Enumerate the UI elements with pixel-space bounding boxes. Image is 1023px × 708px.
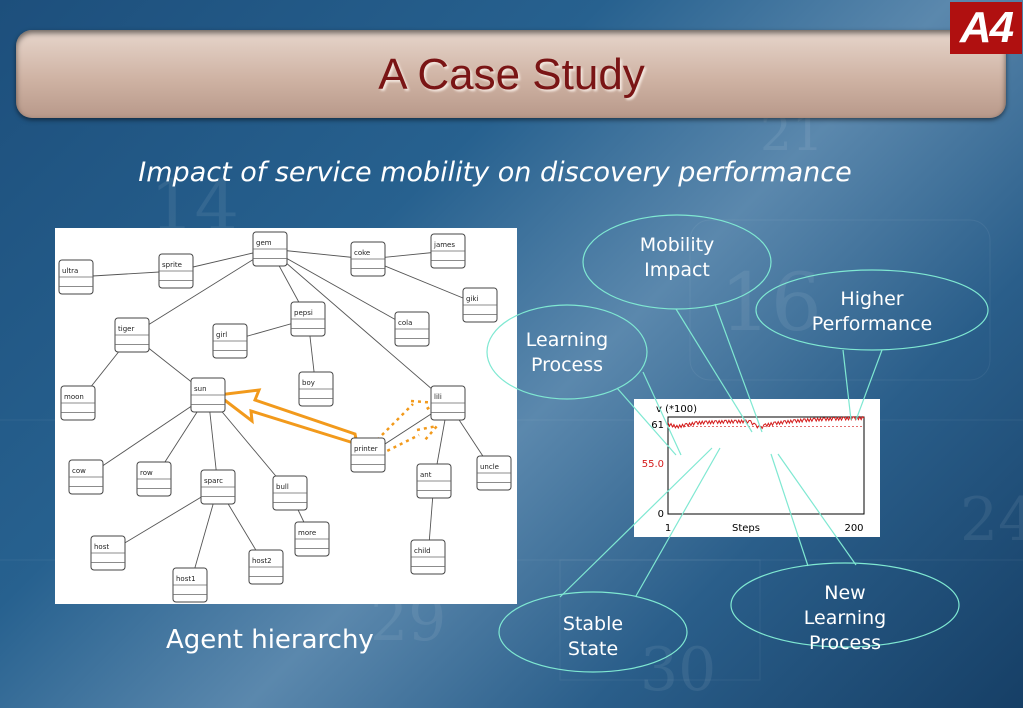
node-sparc: sparc [200,469,236,505]
node-label: row [140,469,153,477]
callout-higher-performance-line1: Higher [840,288,904,310]
edge-sparc-host [107,486,219,554]
agent-hierarchy-diagram: gem ultra sprite coke james giki tiger pepsi gir… [55,228,517,604]
node-label: host [94,543,109,551]
edge-sun-cow [85,394,209,478]
migration-arrow-solid [214,388,359,447]
slide-subtitle: Impact of service mobility on discovery … [138,157,852,188]
callout-new-learning-line2: Learning [803,607,887,629]
node-label: ultra [62,267,78,275]
node-label: sun [194,385,207,393]
x-axis-label: Steps [732,523,760,534]
edge-gem-tiger [131,248,271,336]
node-label: pepsi [294,309,313,317]
node-host1: host1 [172,567,208,603]
node-more: more [294,521,330,557]
edge-gem-lili [269,248,449,404]
node-label: child [414,547,431,555]
migration-arrow-dotted-lower [380,433,420,456]
node-label: cola [398,319,412,327]
edge-gem-cola [269,248,413,330]
callout-stable-state-line2: State [567,638,619,660]
callout-stable-state-line1: Stable [562,613,624,635]
callout-new-learning-line1: New [824,582,866,604]
node-label: boy [302,379,315,387]
node-cola: cola [394,311,430,347]
callout-learning-process: Learning Process [447,328,687,378]
node-label: host2 [252,557,272,565]
node-tiger: tiger [114,317,150,353]
node-ultra: ultra [58,259,94,295]
y-tick-top: 61 [651,420,664,431]
node-label: lili [434,393,442,401]
node-giki: giki [462,287,498,323]
hierarchy-svg: gem ultra sprite coke james giki tiger pepsi gir… [58,231,512,603]
node-label: bull [276,483,289,491]
node-host2: host2 [248,549,284,585]
node-sun: sun [190,377,226,413]
node-label: cow [72,467,86,475]
node-row: row [136,461,172,497]
agent-hierarchy-caption: Agent hierarchy [166,625,374,655]
node-gem: gem [252,231,288,267]
node-label: tiger [118,325,134,333]
node-label: ant [420,471,432,479]
title-banner [16,30,1006,118]
migration-arrow-dotted-upper [376,403,414,441]
node-ant: ant [416,463,452,499]
svg-text:24: 24 [960,485,1023,555]
x-tick-end: 200 [844,523,863,534]
node-host: host [90,535,126,571]
node-girl: girl [212,323,248,359]
callout-new-learning: New Learning Process [725,581,965,656]
node-label: girl [216,331,227,339]
callout-mobility-impact: Mobility Impact [557,233,797,283]
logo: A4 [950,2,1022,54]
y-axis-label: v (*100) [656,404,697,415]
node-label: sprite [162,261,182,269]
node-moon: moon [60,385,96,421]
plot-frame [667,416,865,515]
node-label: coke [354,249,370,257]
node-child: child [410,539,446,575]
node-label: more [298,529,316,537]
callout-higher-performance: Higher Performance [752,287,992,337]
node-printer: printer [350,437,386,473]
slide-title: A Case Study [378,50,645,99]
edge-coke-giki [367,258,481,306]
node-boy: boy [298,371,334,407]
node-label: host1 [176,575,196,583]
node-label: gem [256,239,272,247]
callout-learning-process-line2: Process [530,354,604,376]
node-label: giki [466,295,478,303]
node-label: moon [64,393,84,401]
callout-new-learning-line3: Process [808,632,882,654]
node-pepsi: pepsi [290,301,326,337]
callout-mobility-impact-line2: Impact [644,259,710,281]
node-uncle: uncle [476,455,512,491]
y-tick-zero: 0 [658,509,664,520]
callout-mobility-impact-line1: Mobility [639,234,715,256]
y-tick-ref: 55.0 [642,459,664,470]
node-bull: bull [272,475,308,511]
performance-chart-svg: v (*100) 61 55.0 0 1 200 Steps [642,404,865,534]
migration-arrow-dotted-upper-head [410,399,442,412]
node-label: sparc [204,477,223,485]
node-cow: cow [68,459,104,495]
migration-arrows [214,388,442,456]
callout-learning-process-line1: Learning [525,329,609,351]
node-sprite: sprite [158,253,194,289]
node-james: james [430,233,466,269]
x-tick-start: 1 [665,523,671,534]
callout-stable-state: Stable State [473,612,713,662]
node-label: uncle [480,463,499,471]
node-coke: coke [350,241,386,277]
migration-arrow-dotted-lower-head [416,424,441,441]
performance-chart: v (*100) 61 55.0 0 1 200 Steps [634,399,880,537]
callout-higher-performance-line2: Performance [811,313,933,335]
node-label: printer [354,445,378,453]
node-lili: lili [430,385,466,421]
node-label: james [433,241,455,249]
